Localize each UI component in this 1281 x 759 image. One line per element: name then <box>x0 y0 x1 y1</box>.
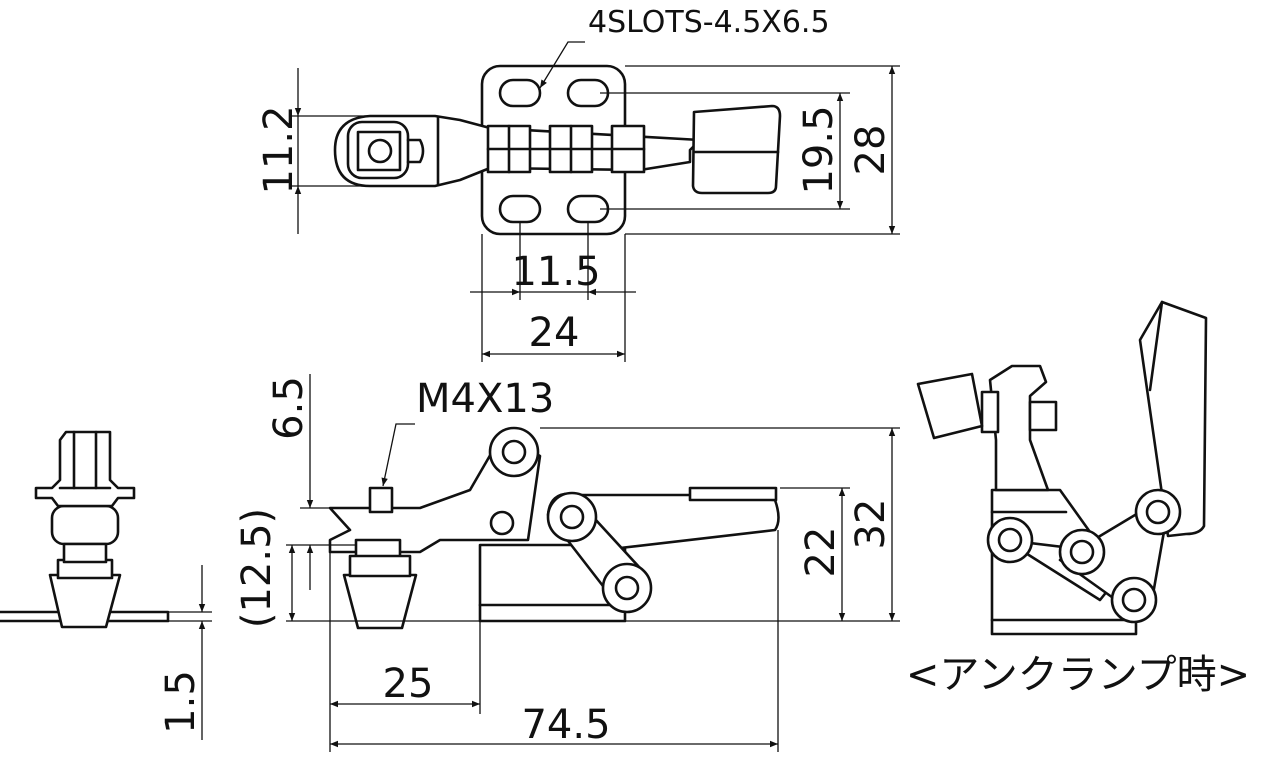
dim-25: 25 <box>383 661 434 707</box>
dim-11-2: 11.2 <box>256 105 302 194</box>
unclamp-bolt-end <box>1028 400 1058 432</box>
dim-1-5: 1.5 <box>158 670 204 734</box>
unclamp-pin-1 <box>997 527 1023 553</box>
dim-24: 24 <box>529 310 580 356</box>
unclamp-handle <box>1138 300 1208 538</box>
end-arm-fork <box>34 430 136 508</box>
unclamp-spindle-tip <box>916 372 984 440</box>
unclamp-pin-4 <box>1121 587 1147 613</box>
dim-11-5: 11.5 <box>511 249 600 295</box>
pin-3 <box>501 439 527 465</box>
spindle-nut <box>356 130 402 172</box>
dim-12-5: (12.5) <box>234 508 280 628</box>
side-bolt-end <box>368 486 394 514</box>
slot-top-left <box>498 78 542 108</box>
slot-bottom-left <box>498 194 542 224</box>
dim-74-5: 74.5 <box>521 702 610 748</box>
side-view: M4X13 6.5 (12.5) 22 32 25 74.5 <box>234 374 900 752</box>
pin-4 <box>489 510 515 536</box>
dim-22: 22 <box>798 527 844 578</box>
unclamp-pin-2 <box>1069 539 1095 565</box>
dim-19-5: 19.5 <box>796 105 842 194</box>
end-view: 1.5 <box>0 430 212 740</box>
dim-6-5: 6.5 <box>266 376 312 440</box>
unclamp-view: <アンクランプ時> <box>906 300 1250 698</box>
pin-1 <box>559 504 585 530</box>
dim-28: 28 <box>848 125 894 176</box>
unclamp-caption: <アンクランプ時> <box>906 652 1250 698</box>
bolt-callout: M4X13 <box>416 376 554 422</box>
pin-2 <box>614 575 640 601</box>
unclamp-pin-3 <box>1145 499 1171 525</box>
slots-callout: 4SLOTS-4.5X6.5 <box>588 5 830 40</box>
side-spindle-tip <box>342 573 418 630</box>
dim-32: 32 <box>848 499 894 550</box>
side-clamp-arm <box>328 434 542 554</box>
top-handle <box>691 104 782 195</box>
top-view: 4SLOTS-4.5X6.5 11.2 19.5 28 11.5 24 <box>256 5 900 362</box>
end-nut <box>50 504 120 546</box>
spindle-holder <box>346 120 410 180</box>
spindle-bolt-end <box>367 138 393 164</box>
end-spindle-tip <box>48 573 122 629</box>
